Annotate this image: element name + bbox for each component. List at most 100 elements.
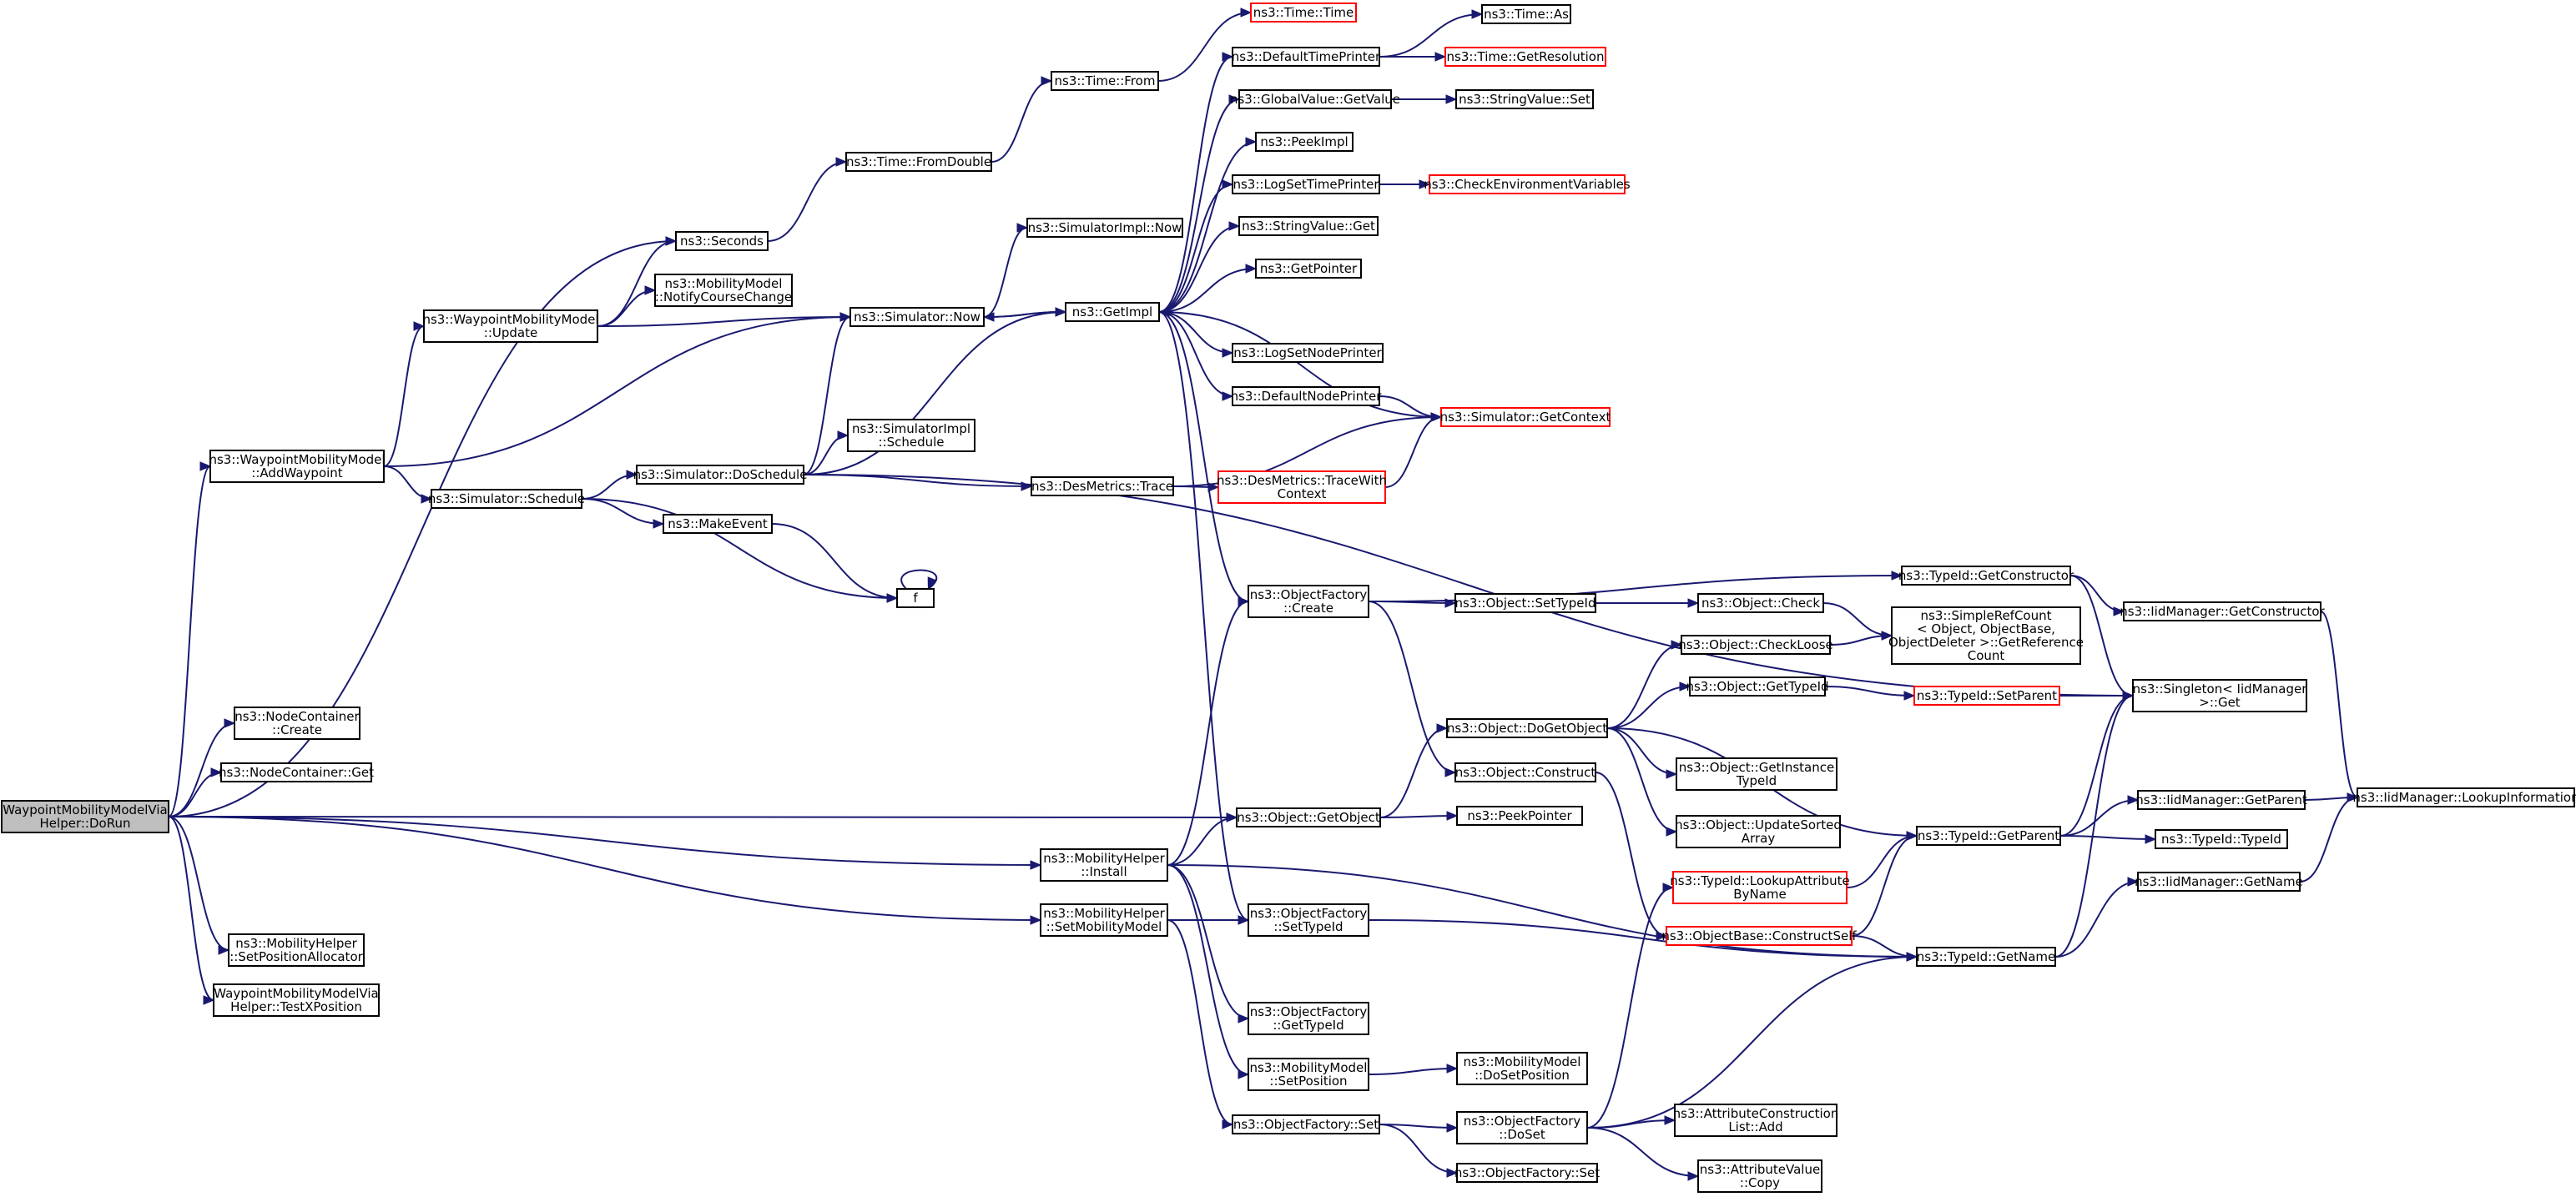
node-mm_notify[interactable]: ns3::MobilityModel::NotifyCourseChange [654,274,793,307]
edge-obj_dogetobject-to-obj_checkloose [1606,644,1682,729]
node-obj_dogetobject[interactable]: ns3::Object::DoGetObject [1446,718,1608,738]
node-wp_addwaypoint[interactable]: ns3::WaypointMobilityModel::AddWaypoint [209,450,386,483]
node-time_as[interactable]: ns3::Time::As [1481,4,1571,24]
node-refcount[interactable]: ns3::SimpleRefCount< Object, ObjectBase,… [1888,606,2084,665]
node-getimpl[interactable]: ns3::GetImpl [1065,302,1160,322]
node-wp_testx[interactable]: WaypointMobilityModelViaHelper::TestXPos… [213,983,380,1017]
node-getpointer[interactable]: ns3::GetPointer [1255,259,1362,279]
node-mh_setposalloc[interactable]: ns3::MobilityHelper::SetPositionAllocato… [228,933,365,967]
node-obj_checkloose[interactable]: ns3::Object::CheckLoose [1678,635,1833,655]
node-simimpl_now[interactable]: ns3::SimulatorImpl::Now [1026,218,1183,238]
node-box [1666,926,1853,946]
node-f[interactable]: f [896,588,935,608]
edge-wp_update-to-mm_notify [597,289,656,327]
node-box [1444,47,1606,67]
edge-arrowhead [1157,307,1170,317]
node-of_set[interactable]: ns3::ObjectFactory::Set [1232,1114,1380,1134]
node-label: ByName [1733,887,1786,902]
node-time_time[interactable]: ns3::Time::Time [1250,3,1357,23]
edge-arrowhead [1446,1168,1459,1178]
node-sv_get[interactable]: ns3::StringValue::Get [1238,216,1379,236]
node-of_doset[interactable]: ns3::ObjectFactory::DoSet [1456,1111,1588,1144]
edge-sim_schedule-to-f [581,498,898,599]
node-tid_getconstructor[interactable]: ns3::TypeId::GetConstructor [1898,566,2074,586]
node-sv_set[interactable]: ns3::StringValue::Set [1455,89,1594,109]
edge-obj_dogetobject-to-obj_gettypeid [1606,686,1691,729]
node-logsetnodeprinter[interactable]: ns3::LogSetNodePrinter [1232,343,1384,363]
node-sim_getcontext[interactable]: ns3::Simulator::GetContext [1440,407,1611,427]
node-obj_construct[interactable]: ns3::Object::Construct [1454,762,1596,782]
node-tid_setparent[interactable]: ns3::TypeId::SetParent [1913,686,2060,706]
node-gv_getvalue[interactable]: ns3::GlobalValue::GetValue [1230,89,1400,109]
node-iid_lookupinfo[interactable]: ns3::IidManager::LookupInformation [2352,787,2576,807]
node-sim_doschedule[interactable]: ns3::Simulator::DoSchedule [633,465,808,485]
node-sim_schedule[interactable]: ns3::Simulator::Schedule [428,489,585,509]
node-iid_getconstructor[interactable]: ns3::IidManager::GetConstructor [2120,601,2326,621]
node-makeevent[interactable]: ns3::MakeEvent [663,514,773,534]
node-time_getres[interactable]: ns3::Time::GetResolution [1444,47,1606,67]
node-obj_getobject[interactable]: ns3::Object::GetObject [1236,807,1381,827]
node-desmetrics_trace[interactable]: ns3::DesMetrics::Trace [1031,476,1174,496]
node-defaultnodeprinter[interactable]: ns3::DefaultNodePrinter [1231,386,1383,406]
node-obj_settypeid[interactable]: ns3::Object::SetTypeId [1454,593,1596,613]
node-peekpointer[interactable]: ns3::PeekPointer [1456,806,1583,826]
node-tid_typeid[interactable]: ns3::TypeId::TypeId [2155,829,2288,849]
node-mm_setposition[interactable]: ns3::MobilityModel::SetPosition [1248,1058,1369,1091]
edge-arrowhead [1016,223,1029,233]
node-of_create[interactable]: ns3::ObjectFactory::Create [1248,585,1369,618]
node-peekimpl[interactable]: ns3::PeekImpl [1255,132,1354,152]
node-box [1250,3,1357,23]
node-label: ::DoSetPosition [1475,1068,1570,1083]
edge-arrowhead [1446,811,1459,821]
node-singleton_get[interactable]: ns3::Singleton< IidManager>::Get [2132,679,2308,712]
node-obj_gettypeid[interactable]: ns3::Object::GetTypeId [1686,676,1829,697]
node-of_set2[interactable]: ns3::ObjectFactory::Set [1454,1163,1600,1183]
node-box [1248,1002,1369,1035]
node-time_fromdouble[interactable]: ns3::Time::FromDouble [845,152,992,172]
node-objbase_constructself[interactable]: ns3::ObjectBase::ConstructSelf [1661,926,1857,946]
node-iid_getname[interactable]: ns3::IidManager::GetName [2135,872,2303,892]
node-of_gettypeid[interactable]: ns3::ObjectFactory::GetTypeId [1248,1002,1369,1035]
node-nc_create[interactable]: ns3::NodeContainer::Create [234,707,360,740]
node-label: ns3::IidManager::GetConstructor [2120,604,2325,619]
node-checkenv[interactable]: ns3::CheckEnvironmentVariables [1424,174,1631,194]
node-obj_check[interactable]: ns3::Object::Check [1697,593,1824,613]
node-label: ::SetPosition [1269,1074,1347,1089]
node-box [1232,343,1384,363]
node-label: ns3::Object::Construct [1455,765,1596,780]
node-mh_install[interactable]: ns3::MobilityHelper::Install [1040,848,1168,882]
node-logsettimeprinter[interactable]: ns3::LogSetTimePrinter [1232,174,1380,194]
node-label: ns3::LogSetTimePrinter [1233,177,1379,192]
node-box [1697,593,1824,613]
node-tid_getparent[interactable]: ns3::TypeId::GetParent [1916,826,2061,846]
node-mm_dosetposition[interactable]: ns3::MobilityModel::DoSetPosition [1456,1052,1588,1085]
edge-obj_construct-to-objbase_constructself [1595,772,1667,937]
node-label: ns3::Singleton< IidManager [2133,681,2308,697]
node-mh_setmobility[interactable]: ns3::MobilityHelper::SetMobilityModel [1040,903,1168,937]
node-seconds[interactable]: ns3::Seconds [675,231,769,251]
edge-getimpl-to-defaultnodeprinter [1158,311,1233,397]
node-label: ns3::ObjectFactory [1464,1114,1581,1129]
node-tid_getname[interactable]: ns3::TypeId::GetName [1916,947,2056,967]
node-box [1238,89,1392,109]
node-sim_now[interactable]: ns3::Simulator::Now [849,307,985,327]
edge-iid_getconstructor-to-iid_lookupinfo [2320,611,2358,798]
node-iid_getparent[interactable]: ns3::IidManager::GetParent [2135,790,2307,810]
node-label: ns3::NodeContainer [234,709,360,724]
node-attrvalue_copy[interactable]: ns3::AttributeValue::Copy [1697,1159,1822,1193]
node-defaulttimeprinter[interactable]: ns3::DefaultTimePrinter [1232,47,1381,67]
node-simimpl_schedule[interactable]: ns3::SimulatorImpl::Schedule [847,419,975,452]
node-label: ::SetMobilityModel [1046,919,1162,934]
node-label: ns3::DefaultNodePrinter [1231,389,1383,404]
node-box [1255,259,1362,279]
node-of_settypeid[interactable]: ns3::ObjectFactory::SetTypeId [1248,903,1369,937]
node-nc_get[interactable]: ns3::NodeContainer::Get [219,762,374,782]
node-box [849,307,985,327]
node-time_from[interactable]: ns3::Time::From [1051,71,1159,91]
node-wp_update[interactable]: ns3::WaypointMobilityModel::Update [422,309,599,343]
